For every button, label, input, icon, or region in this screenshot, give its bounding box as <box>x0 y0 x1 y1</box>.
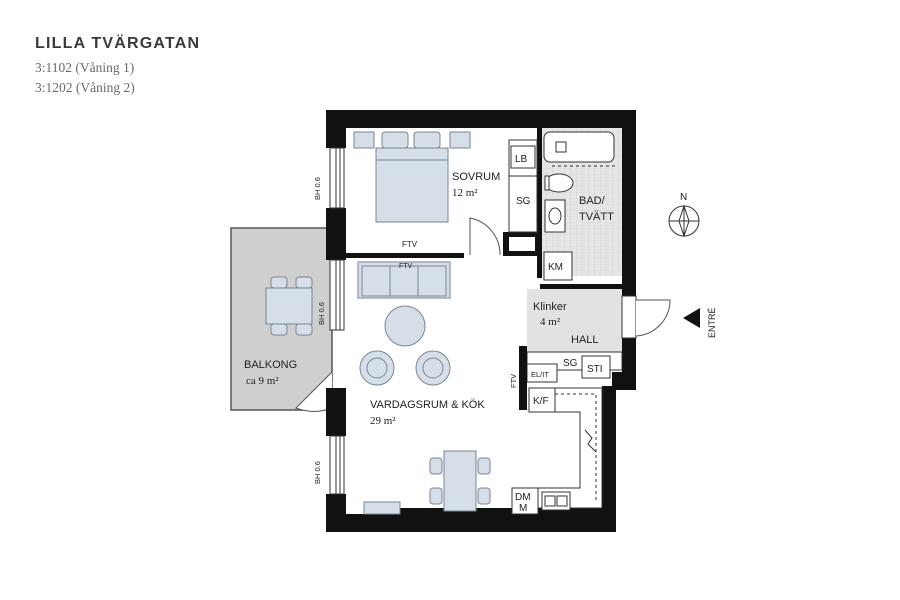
dining-table <box>429 450 491 512</box>
dm-label: DM <box>515 492 531 503</box>
sofa <box>357 261 451 299</box>
hall-floor-label: Klinker <box>533 301 567 313</box>
hall-area: 4 m² <box>540 316 561 328</box>
ftv-wall-label: FTV <box>402 240 418 249</box>
wardrobe <box>508 139 538 233</box>
sg-hall-label: SG <box>563 358 578 369</box>
bathroom-name-line2: TVÄTT <box>579 211 614 223</box>
washing-machine <box>543 251 573 281</box>
kitchen <box>511 387 603 515</box>
balcony-area: ca 9 m² <box>246 375 279 387</box>
shower <box>543 131 616 167</box>
balcony <box>230 227 333 412</box>
armchair-left <box>359 350 395 386</box>
sink <box>544 199 566 233</box>
entrance-label: ENTRÉ <box>707 307 717 338</box>
sti-label: STI <box>587 364 603 375</box>
kitchen-post <box>519 346 527 386</box>
unit-level-2: 3:1202 (Våning 2) <box>35 80 135 95</box>
compass-icon <box>668 204 700 238</box>
window-balcony <box>329 259 345 331</box>
el-it-label: EL/IT <box>531 370 549 379</box>
coffee-table <box>384 305 426 347</box>
toilet <box>544 173 574 193</box>
living-area: 29 m² <box>370 415 396 427</box>
ftv-sofa-label: FTV <box>399 263 413 270</box>
bh-top-label: BH 0.6 <box>313 177 322 200</box>
m-label: M <box>519 503 527 514</box>
bathroom-name-line1: BAD/ <box>579 195 606 207</box>
project-title: LILLA TVÄRGATAN <box>35 35 201 52</box>
ftv-kitchen-label: FTV <box>509 374 518 388</box>
bedroom-door-swing <box>469 217 501 256</box>
balcony-table <box>265 276 313 336</box>
balcony-name: BALKONG <box>244 359 297 371</box>
bh-balcony-label: BH 0.6 <box>317 302 326 325</box>
unit-level-1: 3:1102 (Våning 1) <box>35 60 135 75</box>
compass-north-label: N <box>680 192 687 203</box>
entrance-arrow-icon <box>683 308 700 328</box>
window-top <box>329 147 345 209</box>
lb-label: LB <box>515 154 528 165</box>
living-name: VARDAGSRUM & KÖK <box>370 399 485 411</box>
window-bottom <box>329 435 345 495</box>
kf-label: K/F <box>533 396 549 407</box>
hall-name: HALL <box>571 334 599 346</box>
sg-bedroom-label: SG <box>516 196 531 207</box>
bedroom-name: SOVRUM <box>452 171 500 183</box>
bed <box>353 131 471 223</box>
armchair-right <box>415 350 451 386</box>
window-bottom-wall <box>363 501 401 515</box>
walls <box>326 110 636 532</box>
bh-bottom-label: BH 0.6 <box>313 461 322 484</box>
entrance-door <box>621 295 671 339</box>
bedroom-area: 12 m² <box>452 187 478 199</box>
km-label: KM <box>548 262 563 273</box>
